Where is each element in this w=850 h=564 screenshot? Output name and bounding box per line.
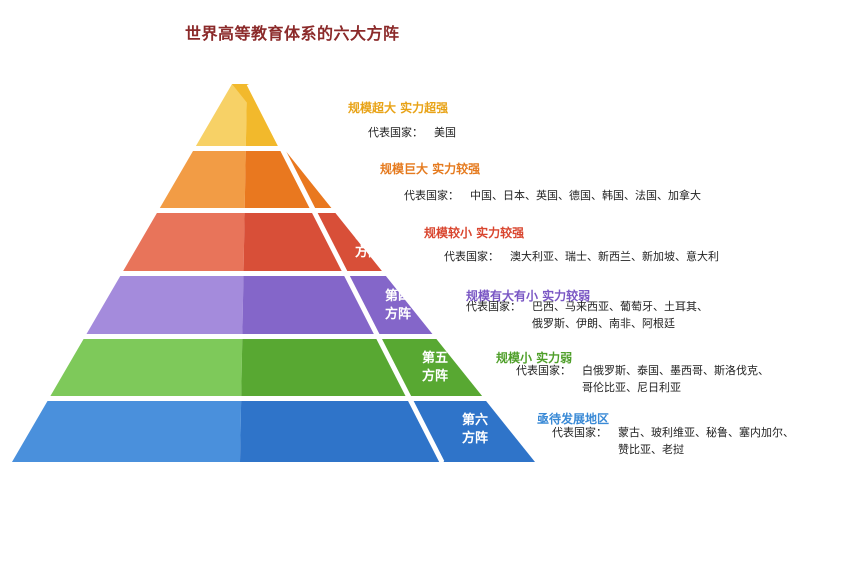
tier-3-left-segment [123,213,245,271]
tier-5-countries: 代表国家： 白俄罗斯、泰国、墨西哥、斯洛伐克、哥伦比亚、尼日利亚 [516,362,769,396]
tier-3-right-segment [316,213,382,271]
tier-6-heading: 亟待发展地区 [537,412,610,426]
countries-label: 代表国家： [368,126,423,139]
tier-6-right-segment [412,401,535,462]
countries-list-line1: 中国、日本、英国、德国、韩国、法国、加拿大 [470,189,701,202]
tier-3-name: 第三方阵 [354,227,381,260]
pyramid-divider-line [246,82,445,464]
tier-4-name: 第四方阵 [384,289,411,322]
countries-label: 代表国家： [516,364,571,377]
countries-list-line1: 蒙古、玻利维亚、秘鲁、塞内加尔、 [618,426,794,439]
tier-5-heading: 规模小 实力弱 [496,351,573,365]
tier-1-heading: 规模超大 实力超强 [348,101,449,115]
tier-2-countries: 代表国家： 中国、日本、英国、德国、韩国、法国、加拿大 [404,187,701,204]
tier-1-name: 第一方阵 [284,99,311,132]
countries-label: 代表国家： [466,300,521,313]
tier-5-right-segment [381,339,483,396]
countries-label: 代表国家： [552,426,607,439]
tier-5-left-segment [50,339,243,396]
tier-4-left-segment [86,276,244,334]
tier-2-right-segment [285,151,332,208]
tier-6-center-segment [240,401,440,462]
countries-list-line2: 俄罗斯、伊朗、南非、阿根廷 [532,317,675,330]
tier-2-left-segment [159,151,246,208]
tier-2-center-segment [244,151,311,208]
countries-list-line1: 巴西、马来西亚、葡萄牙、土耳其、 [532,300,708,313]
tier-6-left-segment [12,401,242,462]
tier-5-name: 第五方阵 [421,351,448,384]
tier-4-countries: 代表国家： 巴西、马来西亚、葡萄牙、土耳其、俄罗斯、伊朗、南非、阿根廷 [466,298,708,332]
countries-list-line2: 赞比亚、老挝 [618,443,684,456]
tier-2-name: 第二方阵 [321,165,348,198]
tier-1-left-segment [195,84,247,146]
tier-1-countries: 代表国家： 美国 [368,124,456,141]
tier-4-right-segment [349,276,433,334]
tier-6-countries: 代表国家： 蒙古、玻利维亚、秘鲁、塞内加尔、赞比亚、老挝 [552,424,794,458]
tier-4-heading: 规模有大有小 实力较弱 [466,289,591,303]
tier-6-name: 第六方阵 [461,413,488,446]
countries-list-line1: 美国 [434,126,456,139]
tier-3-countries: 代表国家： 澳大利亚、瑞士、新西兰、新加坡、意大利 [444,248,719,265]
countries-label: 代表国家： [404,189,459,202]
tier-2-heading: 规模巨大 实力较强 [380,162,481,176]
tier-3-center-segment [243,213,343,271]
countries-list-line2: 哥伦比亚、尼日利亚 [582,381,681,394]
diagram-title: 世界高等教育体系的六大方阵 [185,24,400,43]
tier-3-heading: 规模较小 实力较强 [424,226,525,240]
tier-4-center-segment [242,276,375,334]
countries-list-line1: 白俄罗斯、泰国、墨西哥、斯洛伐克、 [582,364,769,377]
tier-5-center-segment [241,339,407,396]
countries-list-line1: 澳大利亚、瑞士、新西兰、新加坡、意大利 [510,250,719,263]
countries-label: 代表国家： [444,250,499,263]
